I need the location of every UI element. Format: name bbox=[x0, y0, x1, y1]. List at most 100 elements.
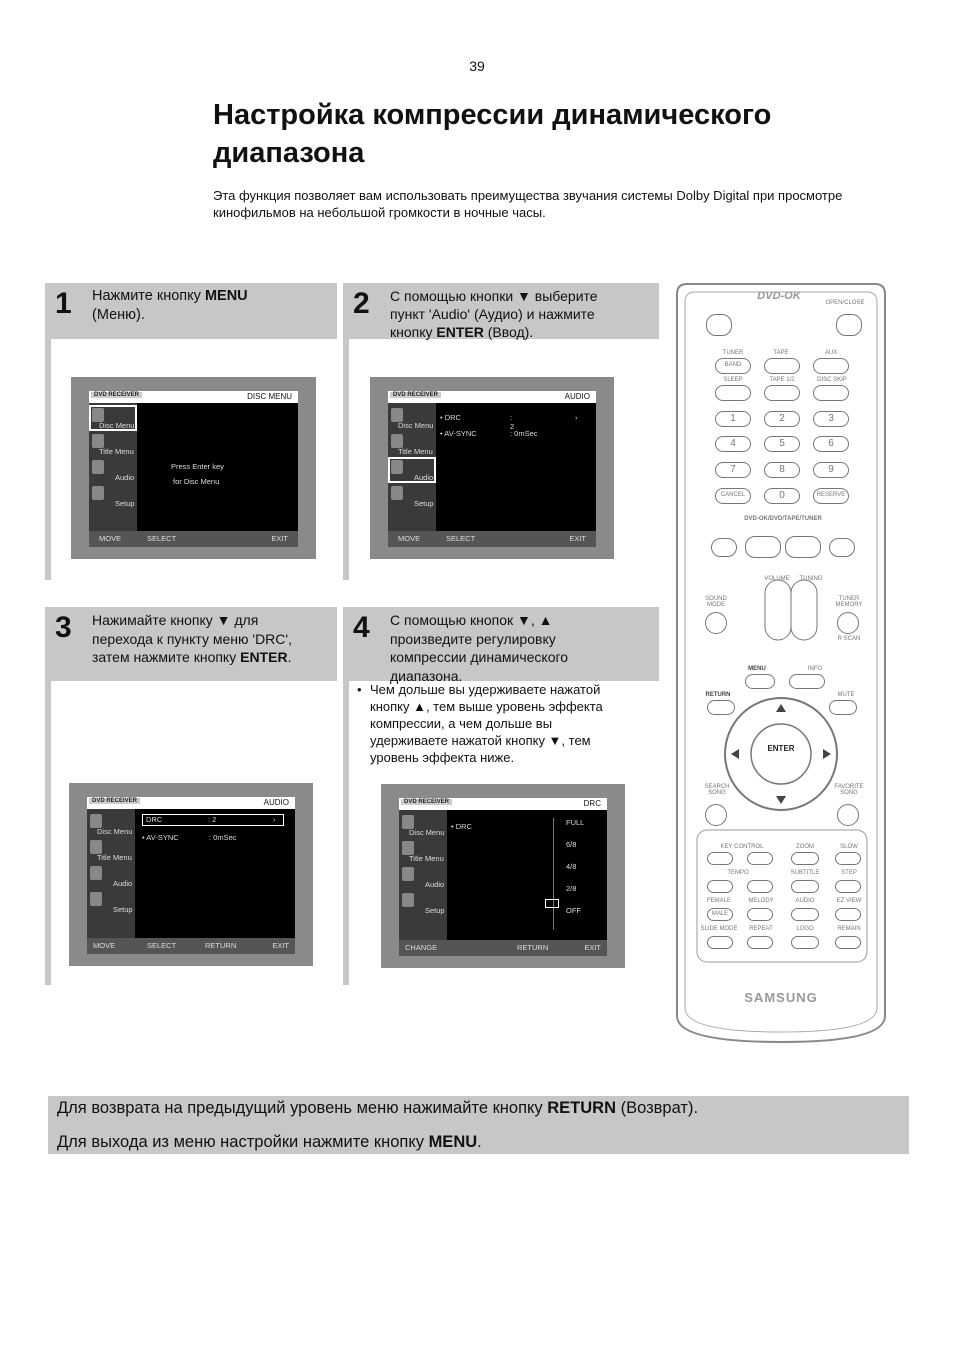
screen-tag: AUDIO bbox=[263, 798, 289, 807]
menu-audio: Audio bbox=[399, 864, 447, 890]
subtitle-label: SUBTITLE bbox=[790, 870, 820, 876]
logo-button[interactable] bbox=[791, 936, 819, 949]
enter-button[interactable] bbox=[753, 726, 809, 782]
melody-label: MELODY bbox=[748, 898, 774, 904]
digit-4-button[interactable]: 4 bbox=[715, 436, 751, 452]
next-button[interactable] bbox=[829, 538, 855, 557]
open-close-button[interactable] bbox=[836, 314, 862, 336]
step-4: 4 С помощью кнопок ▼, ▲ произведите регу… bbox=[343, 607, 659, 985]
page-number: 39 bbox=[469, 58, 485, 74]
power-button[interactable] bbox=[706, 314, 732, 336]
subtitle-button[interactable] bbox=[791, 880, 819, 893]
aux-button[interactable] bbox=[813, 358, 849, 374]
source-bar-label: DVD-OK/DVD/TAPE/TUNER bbox=[744, 516, 822, 522]
remote-control: DVD-OK OPEN/CLOSE TUNER TAPE AUX BAND SL… bbox=[673, 280, 889, 1046]
remain-button[interactable] bbox=[835, 936, 861, 949]
ez-view-button[interactable] bbox=[835, 908, 861, 921]
melody-button[interactable] bbox=[747, 908, 773, 921]
menu-disc: Disc Menu bbox=[87, 811, 135, 837]
info-button[interactable] bbox=[789, 674, 825, 689]
footer-note: Для возврата на предыдущий уровень меню … bbox=[48, 1096, 909, 1154]
level-6-8: 6/8 bbox=[566, 840, 577, 849]
row-drc-selected: DRC: 2› bbox=[142, 814, 284, 826]
sleep-button[interactable] bbox=[715, 385, 751, 401]
play-pause-button[interactable] bbox=[785, 536, 821, 558]
zoom-button[interactable] bbox=[791, 852, 819, 865]
tempo-down-button[interactable] bbox=[707, 880, 733, 893]
step-button[interactable] bbox=[835, 880, 861, 893]
digit-8-button[interactable]: 8 bbox=[764, 462, 800, 478]
digit-9-button[interactable]: 9 bbox=[813, 462, 849, 478]
intro-paragraph: Эта функция позволяет вам использовать п… bbox=[213, 188, 843, 220]
female-label: FEMALE bbox=[706, 898, 731, 904]
screen-tag: DRC bbox=[583, 799, 601, 808]
male-button[interactable]: MALE bbox=[707, 908, 733, 921]
step-text: С помощью кнопки ▼ выберите пункт 'Audio… bbox=[390, 288, 598, 340]
mute-label: MUTE bbox=[837, 692, 855, 698]
step-number: 2 bbox=[353, 287, 370, 320]
digit-0-button[interactable]: 0 bbox=[764, 488, 800, 504]
reserve-button[interactable]: RESERVE bbox=[813, 488, 849, 504]
level-full: FULL bbox=[566, 818, 585, 827]
row-av-sync: • AV-SYNC: 0mSec bbox=[142, 833, 237, 842]
digit-5-button[interactable]: 5 bbox=[764, 436, 800, 452]
tuner-memory-label: TUNER MEMORY bbox=[835, 596, 863, 608]
search-song-button[interactable] bbox=[705, 804, 727, 826]
slow-button[interactable] bbox=[835, 852, 861, 865]
return-button[interactable] bbox=[707, 700, 735, 715]
menu-button[interactable] bbox=[745, 674, 775, 689]
row-drc: • DRC bbox=[451, 822, 472, 831]
menu-setup: Setup bbox=[388, 483, 436, 509]
tempo-label: TEMPO bbox=[727, 870, 749, 876]
repeat-label: REPEAT bbox=[749, 926, 773, 932]
band-button[interactable]: BAND bbox=[715, 358, 751, 374]
enter-label: ENTER bbox=[767, 744, 795, 753]
level-track bbox=[553, 818, 554, 930]
step-number: 4 bbox=[353, 611, 370, 644]
tuner-memory-button[interactable] bbox=[837, 612, 859, 634]
tape-button[interactable] bbox=[764, 358, 800, 374]
digit-6-button[interactable]: 6 bbox=[813, 436, 849, 452]
open-close-label: OPEN/CLOSE bbox=[825, 300, 865, 306]
digit-2-button[interactable]: 2 bbox=[764, 411, 800, 427]
slow-label: SLOW bbox=[840, 844, 858, 850]
bullet: • bbox=[357, 682, 362, 697]
tape12-label: TAPE 1/2 bbox=[769, 377, 795, 383]
digit-7-button[interactable]: 7 bbox=[715, 462, 751, 478]
mute-button[interactable] bbox=[829, 700, 857, 715]
repeat-button[interactable] bbox=[747, 936, 773, 949]
tuner-label: TUNER bbox=[722, 350, 744, 356]
favorite-song-button[interactable] bbox=[837, 804, 859, 826]
tape12-button[interactable] bbox=[764, 385, 800, 401]
page-title: Настройка компрессии динамического диапа… bbox=[213, 99, 772, 169]
key-sharp-button[interactable] bbox=[747, 852, 773, 865]
stop-button[interactable] bbox=[745, 536, 781, 558]
menu-setup: Setup bbox=[87, 889, 135, 915]
menu-disc: Disc Menu bbox=[388, 405, 436, 431]
menu-setup: Setup bbox=[89, 483, 137, 509]
tempo-up-button[interactable] bbox=[747, 880, 773, 893]
screen-tag: AUDIO bbox=[564, 392, 590, 401]
rscan-label: R SCAN bbox=[837, 636, 861, 642]
row-drc: • DRC: 2› bbox=[440, 413, 578, 431]
cancel-button[interactable]: CANCEL bbox=[715, 488, 751, 504]
prev-button[interactable] bbox=[711, 538, 737, 557]
sound-mode-button[interactable] bbox=[705, 612, 727, 634]
level-marker bbox=[545, 899, 559, 908]
digit-3-button[interactable]: 3 bbox=[813, 411, 849, 427]
disc-skip-button[interactable] bbox=[813, 385, 849, 401]
note-line: кнопку ▲, тем выше уровень эффекта bbox=[370, 699, 603, 714]
footer-line-1: Для возврата на предыдущий уровень меню … bbox=[57, 1099, 699, 1117]
audio-button[interactable] bbox=[791, 908, 819, 921]
digit-1-button[interactable]: 1 bbox=[715, 411, 751, 427]
key-flat-button[interactable] bbox=[707, 852, 733, 865]
step-number: 3 bbox=[55, 611, 72, 644]
info-label: INFO bbox=[807, 666, 823, 672]
slide-mode-button[interactable] bbox=[707, 936, 733, 949]
samsung-logo: SAMSUNG bbox=[744, 990, 818, 1005]
slide-mode-label: SLIDE MODE bbox=[700, 926, 738, 932]
